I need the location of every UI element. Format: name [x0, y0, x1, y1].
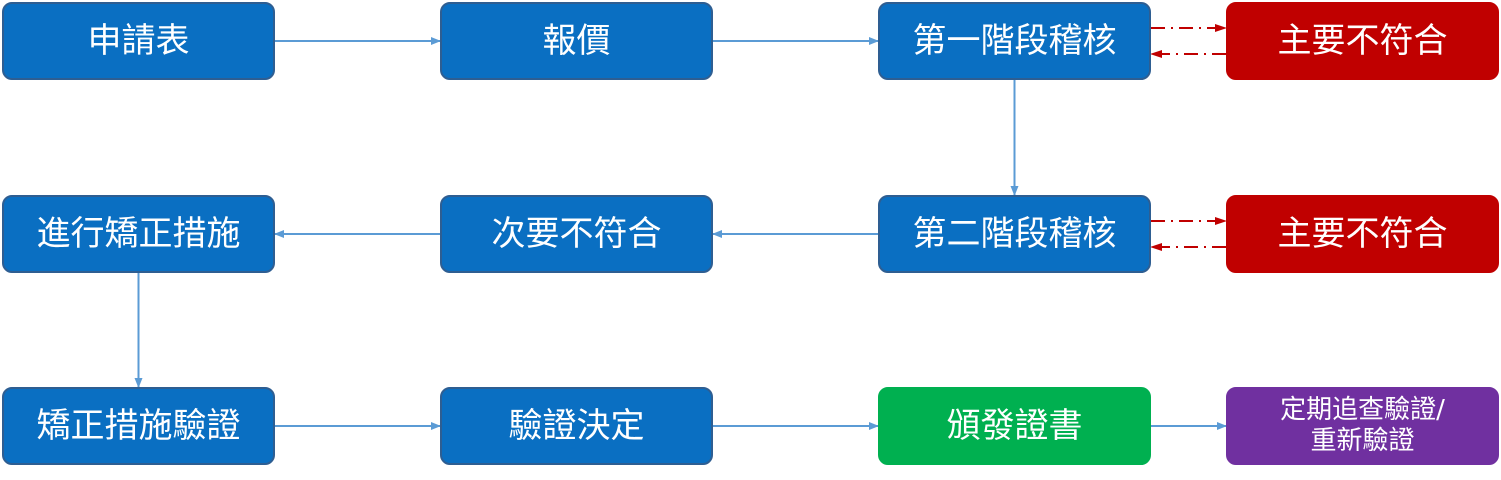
node-corrective-action: 進行矯正措施 — [2, 195, 275, 273]
node-stage2-audit: 第二階段稽核 — [878, 195, 1151, 273]
node-application: 申請表 — [2, 2, 275, 80]
node-minor-nonconformity: 次要不符合 — [440, 195, 713, 273]
node-verification-decision: 驗證決定 — [440, 387, 713, 465]
node-corrective-action-verification: 矯正措施驗證 — [2, 387, 275, 465]
node-major-nonconformity-stage1: 主要不符合 — [1226, 2, 1499, 80]
node-surveillance-recertification: 定期追查驗證/ 重新驗證 — [1226, 387, 1499, 465]
node-stage1-audit: 第一階段稽核 — [878, 2, 1151, 80]
node-quotation: 報價 — [440, 2, 713, 80]
node-major-nonconformity-stage2: 主要不符合 — [1226, 195, 1499, 273]
node-issue-certificate: 頒發證書 — [878, 387, 1151, 465]
